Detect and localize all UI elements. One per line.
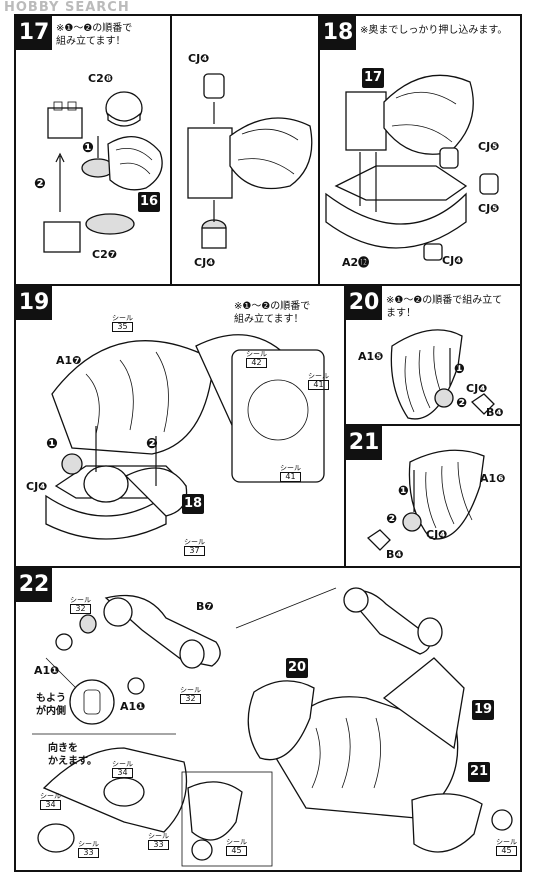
step-18-label-a2-12: A2⓬ [342,256,370,269]
step-19-label-cj4: CJ❹ [26,480,48,493]
seal-label: シール [308,372,329,380]
step-19-seq-2: ❷ [146,436,158,452]
step-22-label-a1-1b: A1❶ [120,700,146,713]
seal-label: シール [40,792,61,800]
step-18-badge-17: 17 [362,68,384,88]
step-20-seq-2: ❷ [456,396,468,411]
seal-number: 45 [226,846,247,856]
seal-label: シール [246,350,267,358]
step-20-illustration [390,329,495,420]
step-18-illustration [325,74,499,261]
seal-label: シール [112,314,133,322]
step-22-illustration [32,587,513,867]
step-20-label-a1-5: A1❺ [358,350,384,363]
step-19-badge-18: 18 [182,494,204,514]
step-17b-panel: CJ❹ CJ❹ [170,14,320,286]
seal-number: 35 [112,322,133,332]
step-20-note: ※❶～❷の順番で組み立て ます！ [386,295,503,319]
watermark: HOBBY SEARCH [4,0,130,15]
seal-label: シール [78,840,99,848]
seal-label: シール [280,464,301,472]
step-19-seq-1: ❶ [46,436,58,452]
step-21-illustration [366,449,485,551]
seal-number: 34 [112,768,133,778]
seal-number: 41 [280,472,301,482]
step-17b-label-cj4-top: CJ❹ [188,52,210,65]
seal-label: シール [184,538,205,546]
seal-label: シール [180,686,201,694]
step-17-illustration [43,91,163,253]
seal-number: 32 [180,694,201,704]
step-20-panel: 20 ※❶～❷の順番で組み立て ます！ A1❺ ❶ CJ❹ ❷ B❹ [344,284,522,426]
seal-number: 34 [40,800,61,810]
step-21-panel: 21 A1❻ ❶ ❷ CJ❹ B❹ [344,424,522,568]
seal-number: 33 [148,840,169,850]
step-21-label-cj4: CJ❹ [426,528,448,541]
step-21-label-a1-6: A1❻ [480,472,506,485]
seal-number: 41 [308,380,329,390]
step-17-label-c2-8: C2❽ [88,72,114,85]
step-17-seq-1: ❶ [82,140,94,156]
step-18-note: ※奥までしっかり押し込みます。 [360,25,508,36]
step-17-seq-2: ❷ [34,176,46,192]
step-17b-label-cj4-bottom: CJ❹ [194,256,216,269]
seal-label: シール [70,596,91,604]
step-19-note: ※❶～❷の順番で 組み立てます！ [234,301,311,325]
seal-label: シール [496,838,517,846]
step-21-label-b4: B❹ [386,548,404,561]
step-18-panel: 18 ※奥までしっかり押し込みます。 17 CJ❺ CJ❺ A2⓬ CJ❹ [318,14,522,286]
step-19-label-a1-7: A1❼ [56,354,82,367]
step-22-badge-20: 20 [286,658,308,678]
step-18-label-cj4: CJ❹ [442,254,464,267]
step-22-label-a1-1a: A1❶ [34,664,60,677]
seal-label: シール [226,838,247,846]
step-22-number: 22 [16,568,52,602]
step-20-label-b4: B❹ [486,406,504,419]
step-21-seq-1: ❶ [398,484,410,499]
step-17b-illustration [187,73,313,249]
seal-number: 32 [70,604,91,614]
seal-number: 42 [246,358,267,368]
step-18-label-cj5-a: CJ❺ [478,140,500,153]
step-17-note: ※❶～❷の順番で 組み立てます！ [56,23,133,47]
seal-number: 45 [496,846,517,856]
step-20-label-cj4: CJ❹ [466,382,488,395]
seal-number: 37 [184,546,205,556]
step-22-badge-21: 21 [468,762,490,782]
seal-label: シール [112,760,133,768]
step-20-seq-1: ❶ [454,362,466,377]
step-17-label-c2-7: C2❼ [92,248,118,261]
step-22-badge-19: 19 [472,700,494,720]
step-17-badge-16: 16 [138,192,160,212]
step-17-panel: 17 ※❶～❷の順番で 組み立てます！ C2❽ ❶ ❷ 16 C2❼ [14,14,172,286]
seal-label: シール [148,832,169,840]
step-17-number: 17 [16,16,52,50]
step-18-label-cj5-b: CJ❺ [478,202,500,215]
step-21-number: 21 [346,426,382,460]
step-22-callout-pattern: もよう が内側 [36,693,66,717]
step-21-seq-2: ❷ [386,512,398,527]
seal-number: 33 [78,848,99,858]
step-22-label-b7: B❼ [196,600,214,613]
step-22-callout-direction: 向きを かえます。 [48,743,97,767]
step-18-number: 18 [320,16,356,50]
step-19-illustration [45,334,325,540]
step-19-number: 19 [16,286,52,320]
step-20-number: 20 [346,286,382,320]
